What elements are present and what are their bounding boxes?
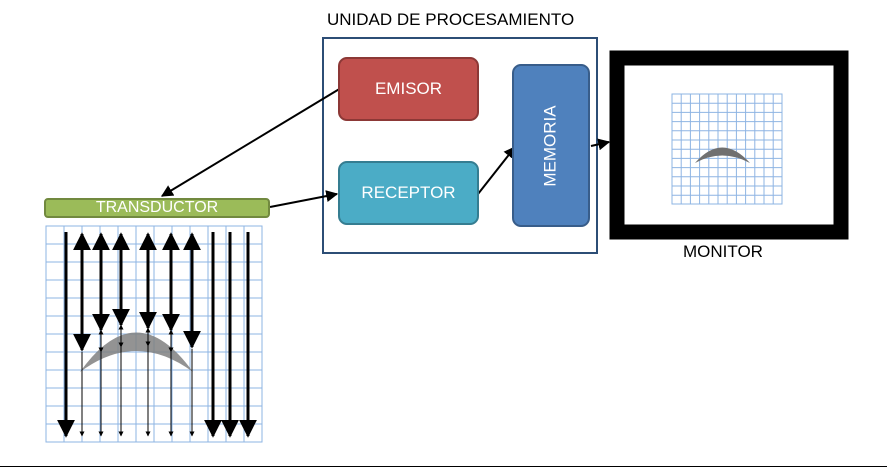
echo-target-shape [80, 332, 193, 372]
memory-box: MEMORIA [512, 64, 590, 227]
processing-unit-title: UNIDAD DE PROCESAMIENTO [327, 10, 575, 29]
monitor-echo-image [695, 147, 750, 163]
receiver-box: RECEPTOR [338, 161, 479, 225]
memory-label: MEMORIA [541, 104, 561, 187]
transducer-label: TRANSDUCTOR [95, 199, 219, 216]
emitter-box: EMISOR [338, 57, 479, 121]
ultrasound-beams [57, 232, 257, 438]
transducer-bar: TRANSDUCTOR [44, 198, 270, 218]
emitter-label: EMISOR [374, 79, 443, 98]
monitor-label: MONITOR [683, 242, 763, 261]
arrow-receiver-to-memory [477, 146, 516, 195]
arrow-emitter-to-transducer [160, 87, 342, 197]
monitor-frame [609, 50, 849, 240]
receiver-label: RECEPTOR [361, 183, 456, 202]
arrow-transducer-to-receiver [269, 190, 339, 208]
arrow-memory-to-monitor [590, 138, 611, 151]
